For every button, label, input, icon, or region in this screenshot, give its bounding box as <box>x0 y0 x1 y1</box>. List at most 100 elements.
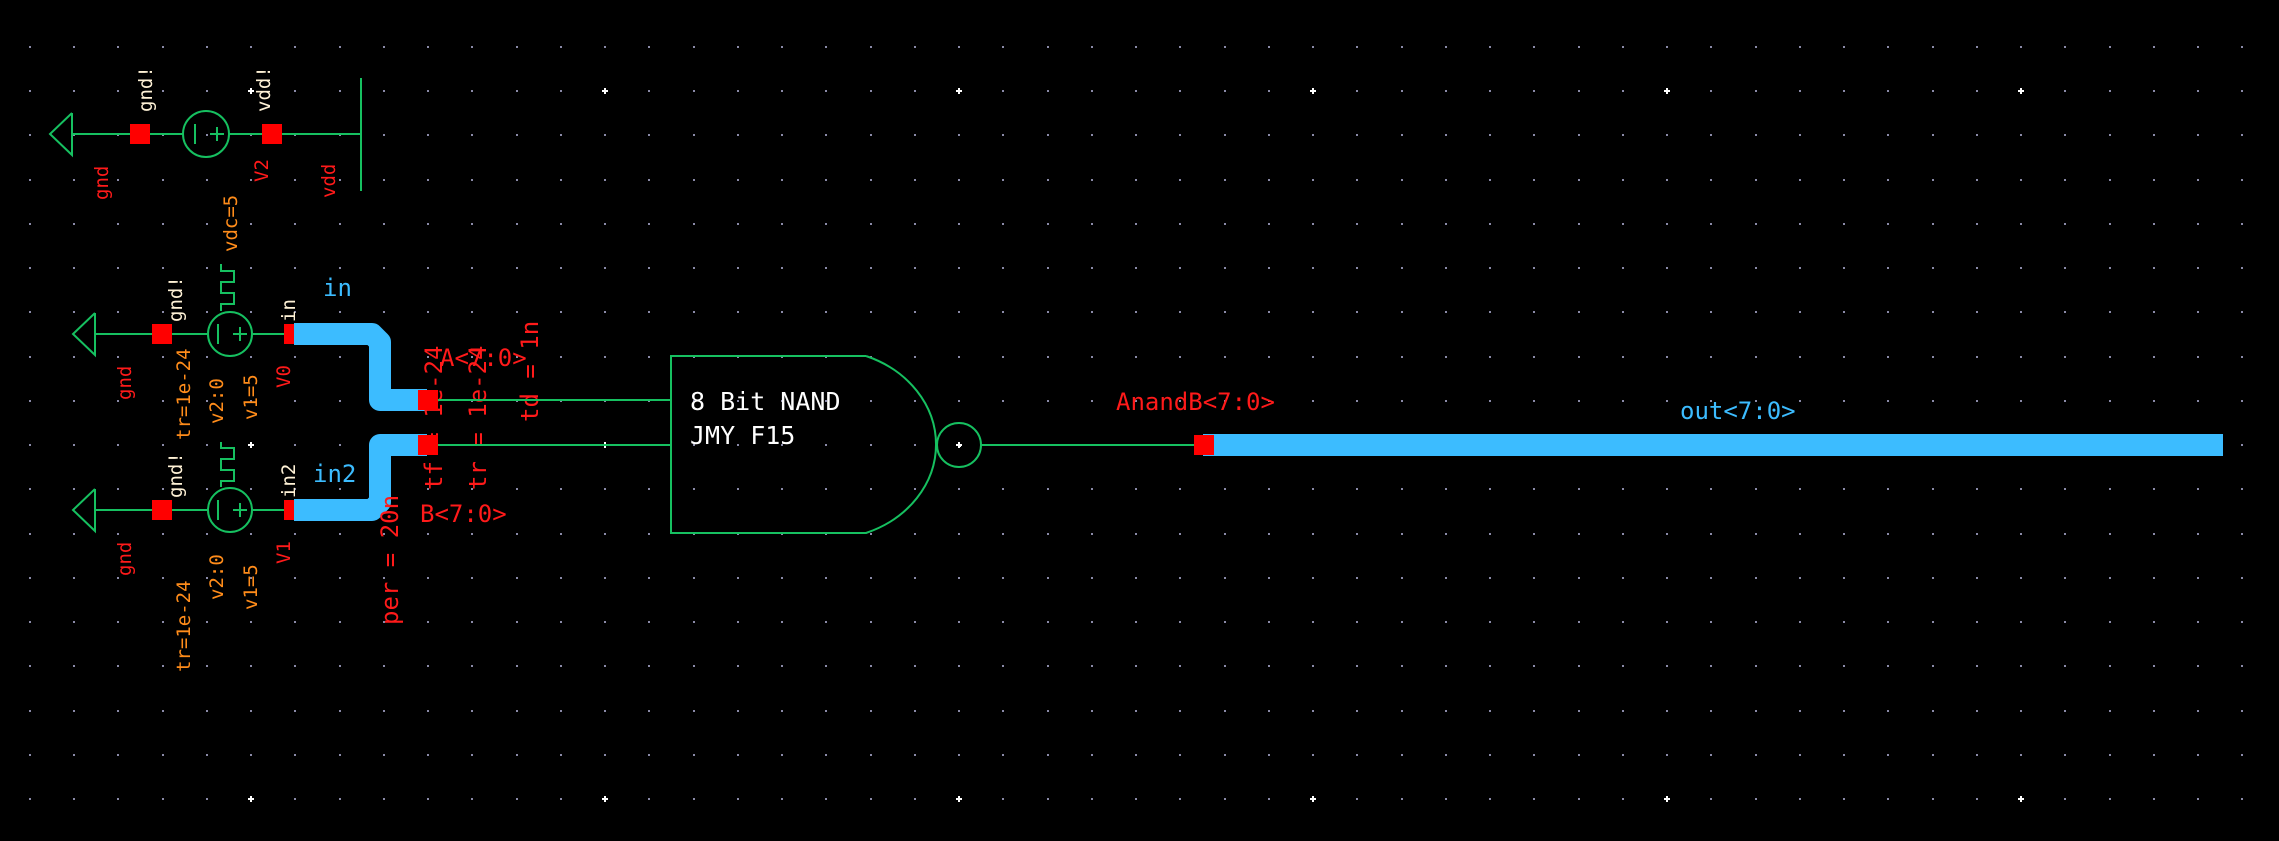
grid-dot <box>1224 665 1226 667</box>
grid-dot <box>737 311 739 313</box>
grid-dot <box>1976 710 1978 712</box>
pin-pos[interactable] <box>262 124 282 144</box>
grid-dot <box>693 710 695 712</box>
grid-dot <box>1533 134 1535 136</box>
grid-dot <box>1755 400 1757 402</box>
grid-dot <box>781 444 783 446</box>
power-source-v2[interactable]: gnd! vdd! gnd V2 vdd vdc=5 <box>48 66 362 252</box>
pin-neg[interactable] <box>152 324 172 344</box>
grid-dot <box>1755 754 1757 756</box>
grid-dot <box>2020 710 2022 712</box>
grid-dot <box>1843 798 1845 800</box>
grid-dot <box>1268 267 1270 269</box>
grid-dot <box>1091 798 1093 800</box>
grid-dot <box>1489 46 1491 48</box>
grid-dot <box>471 710 473 712</box>
grid-dot <box>339 665 341 667</box>
grid-dot <box>1445 134 1447 136</box>
grid-dot <box>206 754 208 756</box>
grid-dot <box>1091 665 1093 667</box>
grid-dot <box>914 223 916 225</box>
grid-dot <box>825 46 827 48</box>
pin-neg[interactable] <box>152 500 172 520</box>
output-bus[interactable]: out<7:0> <box>1194 397 2223 456</box>
grid-dot <box>294 444 296 446</box>
nand-body[interactable] <box>670 355 937 534</box>
grid-dot <box>1489 90 1491 92</box>
grid-dot <box>1268 223 1270 225</box>
grid-dot <box>604 179 606 181</box>
grid-dot <box>294 621 296 623</box>
grid-dot <box>1799 90 1801 92</box>
grid-dot <box>162 179 164 181</box>
grid-dot <box>2064 577 2066 579</box>
nand-gate-8bit[interactable]: 8 Bit NAND JMY F15 A<7:0> B<7:0> AnandB<… <box>418 344 1275 534</box>
grid-dot <box>2197 267 2199 269</box>
pin-b[interactable] <box>418 435 438 455</box>
grid-dot <box>1710 267 1712 269</box>
grid-dot <box>1401 134 1403 136</box>
grid-dot <box>1179 754 1181 756</box>
grid-dot <box>1224 577 1226 579</box>
grid-dot <box>1135 90 1137 92</box>
grid-dot <box>1135 754 1137 756</box>
grid-dot <box>1533 798 1535 800</box>
pulse-source-v1[interactable]: gnd! in2 gnd V1 tr=1e-24 v2:0 v1=5 in2 <box>71 442 356 672</box>
grid-dot <box>339 179 341 181</box>
grid-major-mark <box>1664 88 1670 94</box>
grid-dot <box>339 798 341 800</box>
grid-dot <box>117 621 119 623</box>
grid-dot <box>1799 533 1801 535</box>
grid-dot <box>1755 223 1757 225</box>
grid-dot <box>2020 267 2022 269</box>
grid-dot <box>1887 665 1889 667</box>
grid-dot <box>206 577 208 579</box>
grid-dot <box>1489 665 1491 667</box>
grid-dot <box>1135 179 1137 181</box>
grid-dot <box>2241 46 2243 48</box>
grid-dot <box>250 223 252 225</box>
grid-dot <box>958 267 960 269</box>
grid-dot <box>825 710 827 712</box>
grid-dot <box>1932 665 1934 667</box>
grid-dot <box>825 621 827 623</box>
grid-dot <box>471 90 473 92</box>
grid-dot <box>604 356 606 358</box>
grid-dot <box>825 577 827 579</box>
grid-dot <box>1622 798 1624 800</box>
grid-dot <box>1887 577 1889 579</box>
grid-dot <box>604 311 606 313</box>
grid-dot <box>516 665 518 667</box>
grid-dot <box>383 754 385 756</box>
grid-dot <box>604 46 606 48</box>
grid-dot <box>73 754 75 756</box>
pin-out[interactable] <box>1194 435 1214 455</box>
bus-in[interactable] <box>294 323 427 411</box>
grid-dot <box>339 223 341 225</box>
grid-dot <box>1356 665 1358 667</box>
grid-dot <box>162 710 164 712</box>
pin-neg[interactable] <box>130 124 150 144</box>
grid-dot <box>1799 754 1801 756</box>
grid-dot <box>560 798 562 800</box>
grid-dot <box>560 311 562 313</box>
grid-dot <box>648 488 650 490</box>
grid-dot <box>1843 488 1845 490</box>
input-buses[interactable] <box>294 323 427 521</box>
grid-dot <box>648 798 650 800</box>
grid-dot <box>1224 46 1226 48</box>
grid-dot <box>914 621 916 623</box>
pulse-source-v0[interactable]: gnd! in gnd V0 tr=1e-24 v2:0 v1=5 in <box>71 264 352 440</box>
param-v1: v1=5 <box>240 374 262 420</box>
gate-subtitle: JMY F15 <box>690 421 795 450</box>
grid-dot <box>29 134 31 136</box>
grid-dot <box>117 356 119 358</box>
grid-dot <box>2109 577 2111 579</box>
grid-dot <box>781 621 783 623</box>
grid-dot <box>1976 400 1978 402</box>
pin-a[interactable] <box>418 390 438 410</box>
bus-in2[interactable] <box>294 434 427 521</box>
label-gnd-global: gnd! <box>135 66 157 112</box>
grid-dot <box>2241 488 2243 490</box>
